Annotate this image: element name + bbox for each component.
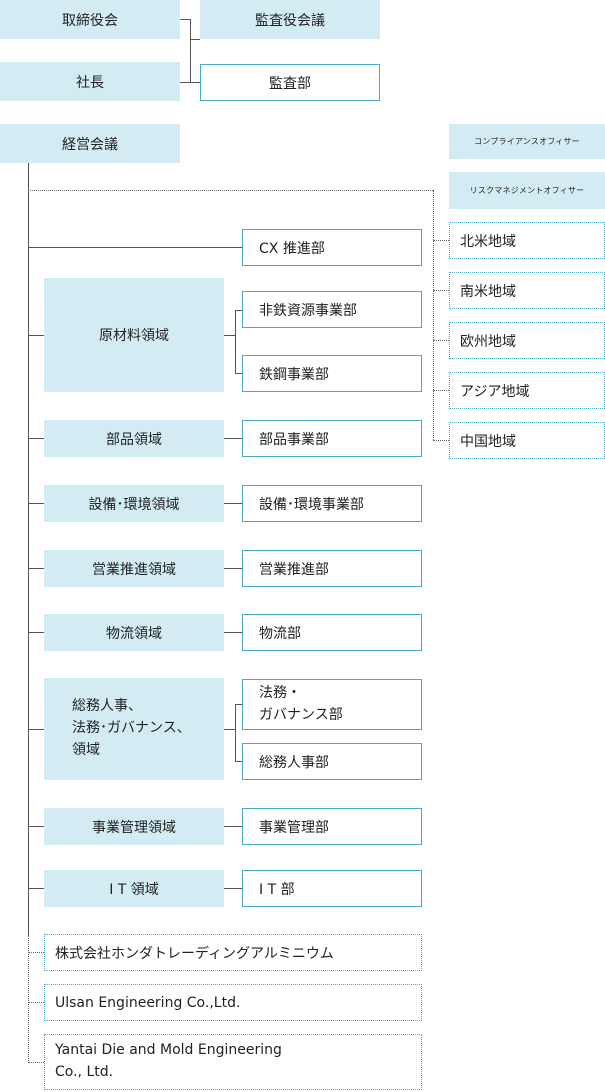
affiliate-box: Ulsan Engineering Co.,Ltd.	[44, 984, 422, 1021]
auditors-board-box: 監査役会議	[200, 0, 380, 39]
logistics-dept-box: 物流部	[242, 614, 422, 651]
region-connector	[433, 290, 449, 291]
domain-connector	[28, 632, 44, 633]
president-box: 社長	[0, 62, 180, 101]
parts-dept-box: 部品事業部	[242, 420, 422, 457]
dept-connector	[235, 704, 242, 705]
domain-dept-connector	[224, 503, 242, 504]
region-dotted-trunk	[433, 190, 434, 440]
domain-connector	[28, 568, 44, 569]
domain-connector	[28, 438, 44, 439]
it-domain-box: I T 領域	[44, 870, 224, 907]
affiliate-label-line: Yantai Die and Mold Engineering	[55, 1042, 282, 1059]
domain-connector	[28, 888, 44, 889]
domain-dept-connector	[224, 568, 242, 569]
it-dept-box: I T 部	[242, 870, 422, 907]
cx-connector	[28, 247, 242, 248]
board-connector	[180, 19, 190, 20]
domain-dept-connector	[224, 888, 242, 889]
dept-label-line: ガバナンス部	[259, 706, 343, 723]
domain-connector	[28, 335, 44, 336]
parts-domain-box: 部品領域	[44, 420, 224, 457]
general-affairs-domain-box: 総務人事、 法務･ガバナンス、 領域	[44, 678, 224, 780]
main-trunk-line	[28, 163, 29, 935]
sales-dept-box: 営業推進部	[242, 550, 422, 587]
domain-connector	[28, 729, 44, 730]
domain-label-line: 法務･ガバナンス、	[72, 720, 191, 737]
dept-fork-vertical	[235, 310, 236, 373]
region-box: 中国地域	[449, 422, 605, 459]
equipment-dept-box: 設備･環境事業部	[242, 485, 422, 522]
dept-connector	[235, 373, 242, 374]
affiliate-connector	[28, 1002, 44, 1003]
domain-label-line: 領域	[72, 741, 100, 758]
legal-governance-dept-box: 法務・ ガバナンス部	[242, 679, 422, 730]
ga-hr-dept-box: 総務人事部	[242, 743, 422, 780]
dept-fork-vertical	[235, 704, 236, 761]
domain-label-line: 総務人事、	[72, 698, 142, 715]
domain-dept-connector	[224, 438, 242, 439]
business-mgmt-domain-box: 事業管理領域	[44, 808, 224, 845]
region-connector	[433, 440, 449, 441]
compliance-officer-box: コンプライアンスオフィサー	[449, 124, 605, 159]
general-affairs-domain-label: 総務人事、 法務･ガバナンス、 領域	[72, 696, 191, 761]
affiliate-box: 株式会社ホンダトレーディングアルミニウム	[44, 934, 422, 971]
audit-dept-box: 監査部	[200, 64, 380, 101]
domain-dept-connector	[224, 335, 235, 336]
officer-dotted-line	[28, 190, 433, 191]
audit-dept-connector	[180, 82, 200, 83]
board-of-directors-box: 取締役会	[0, 0, 180, 39]
affiliate-connector	[28, 1062, 44, 1063]
nonferrous-dept-box: 非鉄資源事業部	[242, 291, 422, 328]
governance-vertical-connector	[190, 19, 191, 82]
affiliate-box: Yantai Die and Mold Engineering Co., Ltd…	[44, 1034, 422, 1090]
region-box: アジア地域	[449, 372, 605, 409]
sales-domain-box: 営業推進領域	[44, 550, 224, 587]
region-connector	[433, 240, 449, 241]
domain-connector	[28, 826, 44, 827]
domain-dept-connector	[224, 826, 242, 827]
affiliate-connector	[28, 952, 44, 953]
auditors-connector	[190, 39, 200, 40]
logistics-domain-box: 物流領域	[44, 614, 224, 651]
affiliate-label-line: Co., Ltd.	[55, 1064, 114, 1080]
region-box: 欧州地域	[449, 322, 605, 359]
affiliate-label: Yantai Die and Mold Engineering Co., Ltd…	[55, 1040, 282, 1083]
region-connector	[433, 340, 449, 341]
region-box: 南米地域	[449, 272, 605, 309]
steel-dept-box: 鉄鋼事業部	[242, 355, 422, 392]
business-mgmt-dept-box: 事業管理部	[242, 808, 422, 845]
dept-label-line: 法務・	[259, 684, 301, 701]
region-box: 北米地域	[449, 222, 605, 259]
equipment-domain-box: 設備･環境領域	[44, 485, 224, 522]
region-connector	[433, 390, 449, 391]
affiliate-trunk-line	[28, 935, 29, 1063]
legal-governance-dept-label: 法務・ ガバナンス部	[259, 683, 343, 726]
dept-connector	[235, 761, 242, 762]
domain-dept-connector	[224, 632, 242, 633]
domain-dept-connector	[224, 729, 235, 730]
raw-materials-domain-box: 原材料領域	[44, 278, 224, 392]
management-council-box: 経営会議	[0, 124, 180, 163]
domain-connector	[28, 503, 44, 504]
cx-dept-box: CX 推進部	[242, 229, 422, 266]
risk-officer-box: リスクマネジメントオフィサー	[449, 172, 605, 209]
dept-connector	[235, 310, 242, 311]
